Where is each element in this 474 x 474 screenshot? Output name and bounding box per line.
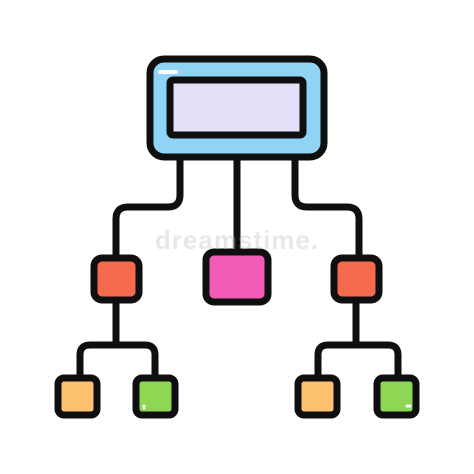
- leaf-node-3-box: [294, 374, 341, 419]
- child-node-right: [330, 254, 383, 304]
- leaf-node-2-box: [132, 374, 179, 419]
- child-node-left-box: [90, 254, 143, 304]
- edge-child-right-to-leaves: [314, 296, 402, 382]
- child-node-left: [90, 254, 143, 304]
- edge-root-to-child-right: [291, 156, 363, 262]
- root-node: [146, 55, 328, 161]
- edge-root-to-child-left: [112, 156, 184, 262]
- leaf-node-1-box: [54, 374, 101, 419]
- child-node-right-box: [330, 254, 383, 304]
- child-node-center-box: [202, 248, 272, 306]
- edge-child-left-to-leaves: [76, 296, 159, 382]
- root-node-inner-panel: [166, 76, 307, 139]
- leaf-node-2: [132, 374, 179, 419]
- leaf-node-3: [294, 374, 341, 419]
- connector-lines: [76, 156, 402, 382]
- leaf-node-1: [54, 374, 101, 419]
- leaf-node-4: [373, 374, 420, 419]
- child-node-center: [202, 248, 272, 306]
- leaf-node-4-box: [373, 374, 420, 419]
